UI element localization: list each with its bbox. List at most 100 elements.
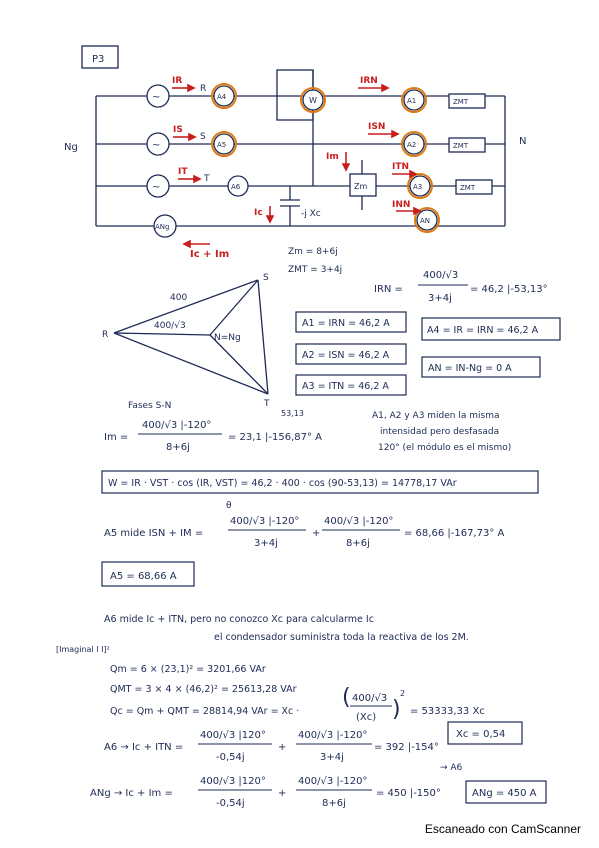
capacitor-label: -j Xc (301, 209, 321, 219)
a6-explanation: A6 mide Ic + ITN, pero no conozco Xc par… (104, 614, 374, 625)
note-line-1: A1, A2 y A3 miden la misma (372, 411, 499, 421)
current-ic: Ic (254, 208, 263, 218)
current-itn: ITN (392, 162, 409, 172)
qc-frac-den: (Xc) (356, 712, 376, 723)
irn-result: = 46,2 |-53,13° (470, 284, 548, 295)
note-line-2: intensidad pero desfasada (380, 427, 499, 437)
qc-frac-num: 400/√3 (352, 693, 387, 704)
problem-label: P3 (92, 54, 104, 65)
phasor-len-phase: 400/√3 (154, 320, 186, 331)
source-icon: ~ (152, 140, 160, 151)
phase-t-label: T (203, 174, 210, 184)
ang-box (465, 780, 547, 804)
a5-num1: 400/√3 |-120° (230, 516, 299, 527)
a6-lhs: A6 → Ic + ITN = (104, 742, 183, 753)
phasor-t: T (263, 399, 270, 409)
given-zmt: ZMT = 3+4j (288, 265, 342, 275)
a5-lhs: A5 mide ISN + IM = (104, 528, 203, 539)
source-icon: ~ (152, 182, 160, 193)
a6-num1: 400/√3 |120° (200, 730, 266, 741)
qc-lhs: Qc = Qm + QMT = 28814,94 VAr = Xc · (110, 706, 299, 717)
xc-box-text: Xc = 0,54 (456, 729, 505, 740)
im-num: 400/√3 |-120° (142, 420, 211, 431)
irn-den: 3+4j (428, 293, 452, 304)
a6-den1: -0,54j (216, 752, 245, 763)
a5-box (101, 561, 195, 587)
qm-line: Qm = 6 × (23,1)² = 3201,66 VAr (110, 664, 266, 675)
meter-a5: A5 (217, 141, 226, 149)
phasor-len-full: 400 (170, 293, 187, 303)
a6-result: = 392 |-154° (374, 742, 439, 753)
meter-a4: A4 (217, 93, 227, 101)
current-inn: INN (392, 200, 410, 210)
current-ir: IR (172, 76, 182, 86)
phase-r-label: R (200, 84, 206, 94)
scanner-watermark: Escaneado con CamScanner (424, 822, 581, 836)
w-box (101, 470, 539, 494)
phasor-diagram (113, 279, 269, 395)
ang-den2: 8+6j (322, 798, 346, 809)
a5-plus: + (312, 528, 320, 539)
ang-plus: + (278, 788, 286, 799)
a5-den1: 3+4j (254, 538, 278, 549)
a6-explanation-2: el condensador suministra toda la reacti… (214, 632, 469, 643)
source-icon: ~ (152, 92, 160, 103)
current-it: IT (178, 167, 188, 177)
ang-den1: -0,54j (216, 798, 245, 809)
meter-an: AN (420, 217, 430, 225)
box-a4: A4 = IR = IRN = 46,2 A (427, 325, 539, 336)
qmt-line: QMT = 3 × 4 × (46,2)² = 25613,28 VAr (110, 684, 297, 695)
phasor-angle: 53,13 (281, 409, 304, 418)
circuit-diagram (81, 45, 506, 238)
meter-a3: A3 (413, 183, 422, 191)
im-result: = 23,1 |-156,87° A (228, 432, 322, 443)
ang-num1: 400/√3 |120° (200, 776, 266, 787)
note-line-3: 120° (el módulo es el mismo) (378, 442, 511, 453)
zmt-box-3: ZMT (460, 184, 476, 192)
ang-box-text: ANg = 450 A (472, 788, 537, 799)
a5-num2: 400/√3 |-120° (324, 516, 393, 527)
phase-s-label: S (200, 132, 206, 142)
qc-paren-right: ) (392, 697, 401, 722)
current-irn: IRN (360, 76, 378, 86)
qc-result: = 53333,33 Xc (410, 706, 485, 717)
a6-den2: 3+4j (320, 752, 344, 763)
box-a2: A2 = ISN = 46,2 A (302, 350, 390, 361)
ang-result: = 450 |-150° (376, 788, 441, 799)
meter-ang: ANg (155, 223, 169, 231)
current-arrows (172, 83, 422, 249)
ang-lhs: ANg → Ic + Im = (90, 788, 173, 799)
im-lhs: Im = (104, 432, 128, 443)
theta-label: θ (226, 501, 232, 511)
current-im: Im (326, 152, 339, 162)
irn-num: 400/√3 (423, 270, 458, 281)
im-den: 8+6j (166, 442, 190, 453)
imag-label: [Imaginal I I]² (56, 645, 110, 654)
ammeter-highlights (211, 83, 440, 233)
zmt-box-1: ZMT (453, 98, 469, 106)
box-a3: A3 = ITN = 46,2 A (302, 381, 389, 392)
box-an: AN = IN-Ng = 0 A (428, 363, 512, 374)
current-ic-im: Ic + Im (190, 249, 229, 260)
a6-arrow: → A6 (440, 763, 463, 773)
node-n-label: N (519, 136, 526, 147)
ang-num2: 400/√3 |-120° (298, 776, 367, 787)
phasor-note: Fases S-N (128, 401, 171, 411)
w-equation: W = IR · VST · cos (IR, VST) = 46,2 · 40… (108, 478, 457, 489)
a5-den2: 8+6j (346, 538, 370, 549)
a6-plus: + (278, 742, 286, 753)
phasor-n-ng: N=Ng (214, 333, 241, 343)
a6-num2: 400/√3 |-120° (298, 730, 367, 741)
qc-paren-left: ( (342, 685, 351, 710)
xc-box (447, 721, 523, 745)
given-zm: Zm = 8+6j (288, 247, 338, 257)
irn-lhs: IRN = (374, 284, 403, 295)
a5-result: = 68,66 |-167,73° A (404, 528, 505, 539)
phasor-r: R (102, 330, 108, 340)
phasor-s: S (263, 273, 269, 283)
qc-square: 2 (400, 689, 405, 698)
a5-box-text: A5 = 68,66 A (110, 571, 177, 582)
box-a1: A1 = IRN = 46,2 A (302, 318, 390, 329)
node-ng-label: Ng (64, 142, 78, 153)
